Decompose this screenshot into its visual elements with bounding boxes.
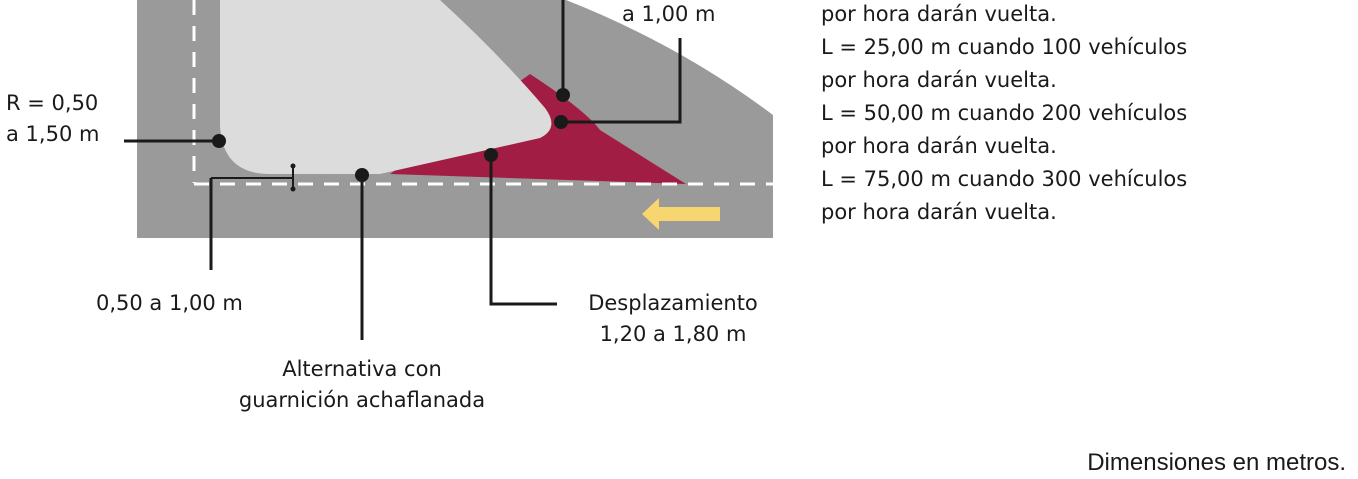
note-line: por hora darán vuelta. — [821, 134, 1057, 158]
offset-label: Desplazamiento 1,20 a 1,80 m — [560, 288, 786, 350]
note-line: por hora darán vuelta. — [821, 2, 1057, 26]
note-line: por hora darán vuelta. — [821, 200, 1057, 224]
note-line: por hora darán vuelta. — [821, 68, 1057, 92]
notes-block: por hora darán vuelta. L = 25,00 m cuand… — [821, 0, 1187, 229]
point-offset — [484, 148, 498, 162]
note-line: L = 75,00 m cuando 300 vehículos — [821, 167, 1188, 191]
road-outer-edge — [566, 0, 773, 115]
chamfer-label-line2: guarnición achaflanada — [238, 388, 486, 412]
dim-end-top — [290, 163, 296, 169]
chamfer-label-line1: Alternativa con — [282, 357, 442, 381]
note-line: L = 50,00 m cuando 200 vehículos — [821, 101, 1188, 125]
dim-end-bottom — [290, 186, 296, 192]
offset-label-line2: 1,20 a 1,80 m — [599, 322, 747, 346]
direction-arrow-left-icon — [642, 198, 720, 230]
point-top-left — [556, 88, 570, 102]
gap-dimension-label: 0,50 a 1,00 m — [96, 291, 243, 315]
radius-label-line1: R = 0,50 — [6, 91, 99, 115]
point-radius — [212, 134, 226, 148]
offset-label-line1: Desplazamiento — [588, 291, 758, 315]
chamfer-label: Alternativa con guarnición achaflanada — [222, 354, 502, 416]
traffic-island — [220, 0, 552, 174]
top-dimension-label: a 1,00 m — [622, 2, 716, 26]
leader-offset — [489, 155, 557, 306]
point-top-right — [554, 115, 568, 129]
dimensions-footnote: Dimensiones en metros. — [1087, 449, 1346, 476]
note-line: L = 25,00 m cuando 100 vehículos — [821, 35, 1188, 59]
radius-label: R = 0,50 a 1,50 m — [6, 88, 99, 150]
radius-label-line2: a 1,50 m — [6, 122, 100, 146]
point-chamfer — [355, 168, 369, 182]
leader-top-right — [561, 38, 682, 124]
